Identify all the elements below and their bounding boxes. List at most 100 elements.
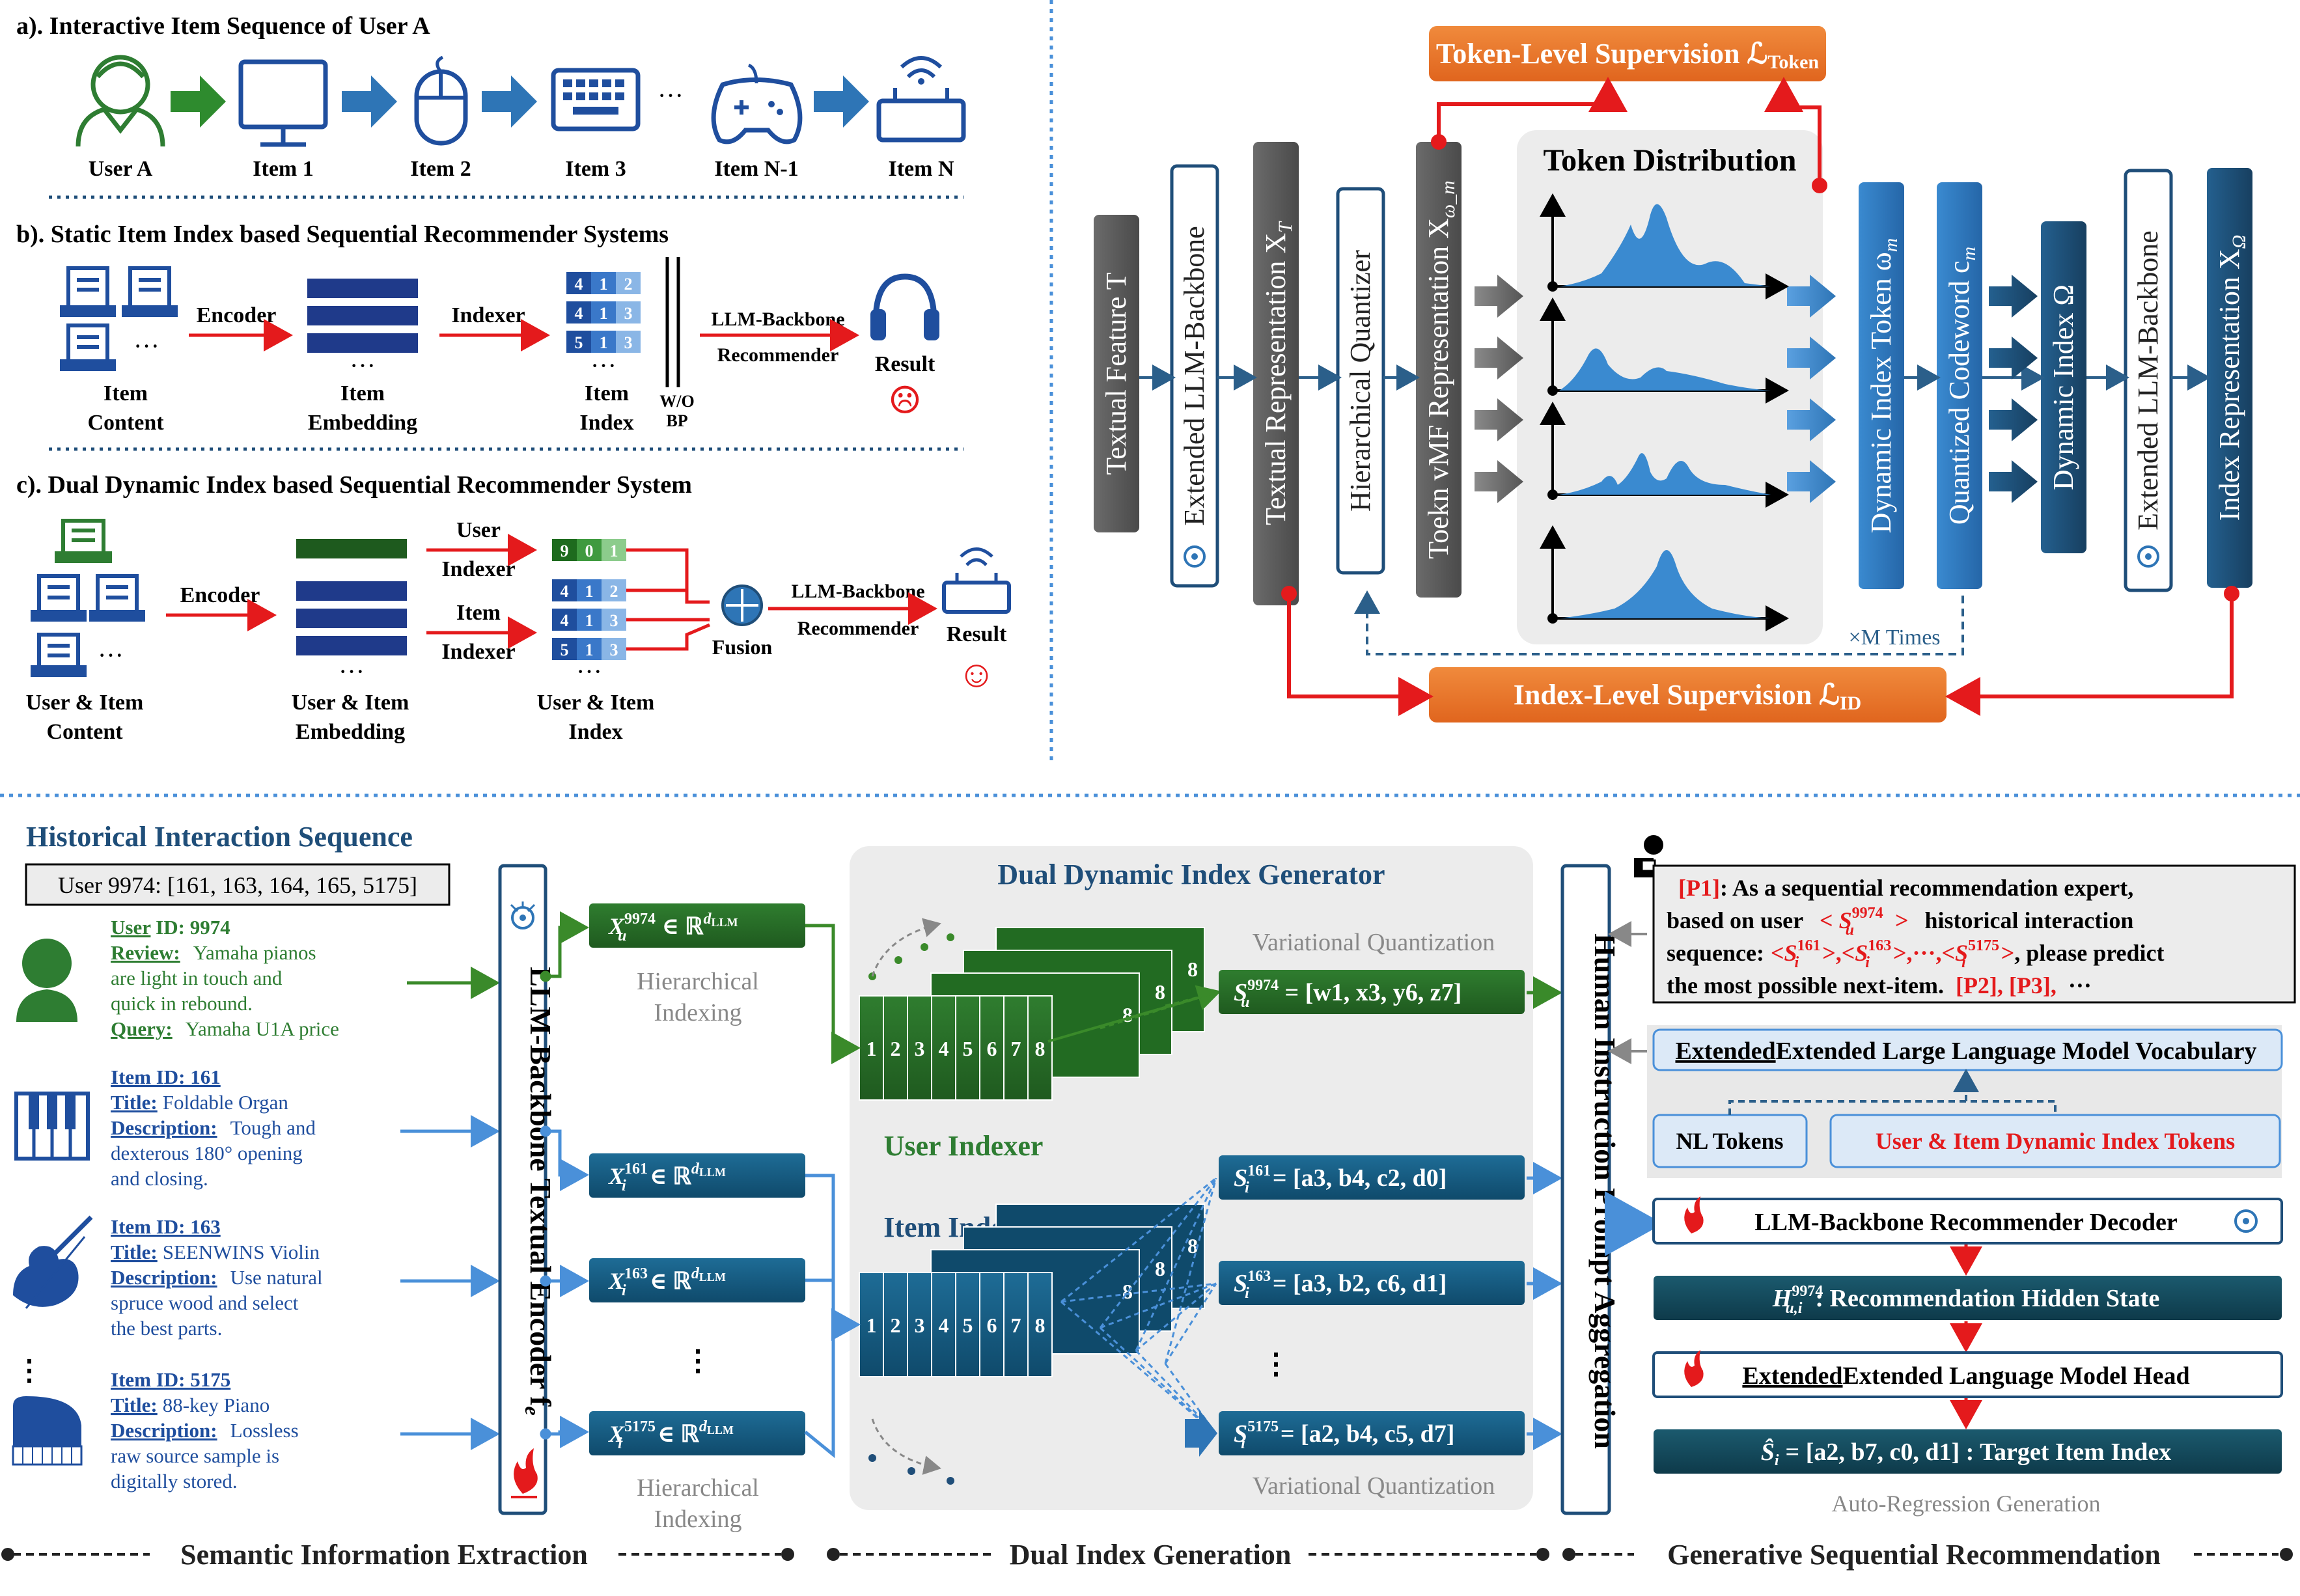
arrow [804,1174,854,1459]
lm-head-label: ExtendedExtended Language Model Head [1742,1362,2189,1390]
item-desc-line: dexterous 180° opening [111,1142,303,1164]
vertical-ellipsis: ⋮ [15,1355,44,1386]
embedding-label-2: Embedding [296,720,405,744]
arrow-blue-icon [482,76,537,128]
router-icon [876,56,966,143]
fire-icon [1684,1350,1704,1387]
item-texts: Item ID: 161 Title:Foldable Organ Descri… [111,1066,323,1493]
decoder-box [1652,1198,2283,1245]
document-stack-icon [60,266,178,371]
stack-cell-label: 5 [963,1314,973,1337]
index-supervision-label: Index-Level Supervision ℒID [1514,679,1861,714]
item-desc-line: and closing. [111,1167,208,1190]
stack-cell-label: 7 [1011,1037,1021,1060]
section-label-1: Semantic Information Extraction [180,1539,588,1571]
dashed-link [1099,1327,1217,1435]
x-item-box [589,1153,805,1198]
user-a-icon [76,55,165,147]
m-times-label: ×M Times [1848,626,1940,650]
brain-icon [2234,1209,2258,1233]
violin-icon [13,1215,93,1309]
distribution-plot [1540,193,1789,299]
index-cell: 1 [600,333,608,352]
item-output-arrows [540,1125,589,1448]
flow-arrow-icon [1185,1410,1217,1457]
flow-arrow-icon [1787,337,1836,379]
router-icon [942,547,1011,614]
result-label: Result [875,352,935,376]
token-distribution-plots [1540,193,1789,631]
s-user-box [1219,970,1525,1014]
stack-cell-label: 4 [939,1037,949,1060]
stack-cell [1027,1272,1053,1377]
arrow-green-icon [171,76,226,128]
item-indexer-label-2: Indexer [441,640,515,664]
stack-cell-label: 3 [915,1037,925,1060]
fire-icon [1684,1196,1704,1233]
embedding-stack [307,279,418,353]
mouse-icon [414,55,468,146]
index-cell: 4 [561,611,569,630]
document-stack-icon [31,519,145,677]
fusion-lines [626,548,710,651]
prompt-box [1652,864,2296,1004]
item-title-line: Title:88-key Piano [111,1394,270,1416]
s-item-box [1219,1261,1525,1305]
stack-cell-label: 6 [987,1037,997,1060]
result-label: Result [947,622,1007,646]
item-title-line: Title:Foldable Organ [111,1091,288,1114]
index-cell: 1 [585,611,594,630]
variational-label: Variational Quantization [1253,1472,1495,1500]
target-label: Ŝi= [a2, b7, c0, d1] : Target Item Index [1761,1438,2172,1469]
item-desc-line: digitally stored. [111,1470,238,1493]
index-supervision-lines [1281,586,2239,716]
user-sequence-text: User 9974: [161, 163, 164, 165, 5175] [58,872,417,898]
dot-marker [894,956,902,964]
indexer-label: Indexer [451,303,525,327]
stack-cell-label: 8 [1155,1257,1165,1280]
panel-c-title: c). Dual Dynamic Index based Sequential … [16,471,692,499]
vertical-bar [1094,215,1139,532]
stack-cell [1003,1272,1029,1377]
vocab-title: ExtendedExtended Large Language Model Vo… [1675,1038,2256,1065]
teacher-icon [1634,835,1663,877]
headphones-icon [870,273,939,340]
ellipsis: ··· [339,657,365,686]
label-item-n-1: Item N-1 [714,157,798,181]
vertical-bar [2041,221,2086,553]
dot-marker [908,1467,915,1475]
dashed-link [1060,1177,1217,1303]
recommender-label: Recommender [717,344,839,366]
index-cell: 3 [610,611,618,630]
stack-cell [883,1272,908,1377]
target-box [1654,1429,2282,1474]
item-id-line: Item ID: 5175 [111,1368,230,1391]
vertical-bar [1859,182,1904,589]
vertical-bar-label: Quantized Codeword cm [1943,247,1980,525]
stack-cell-label: 4 [939,1314,949,1337]
keyboard-icon [551,68,641,131]
stack-cell [931,995,956,1101]
section-label-3: Generative Sequential Recommendation [1667,1539,2161,1571]
fusion-label: Fusion [712,635,773,659]
dashed-link [1135,1282,1217,1352]
hier-indexing-label: Indexing [654,1506,741,1533]
encoder-label: Encoder [197,303,277,327]
stack-cell [907,1272,932,1377]
grand-piano-icon [12,1396,83,1466]
section-labels: Semantic Information Extraction Dual Ind… [1,1539,2293,1571]
flow-arrow-icon [1989,460,2038,503]
distribution-plot [1540,297,1789,404]
hier-indexing-label: Indexing [654,999,741,1026]
index-cell: 1 [610,542,618,560]
index-cell: 1 [585,582,594,601]
x-item-box [589,1411,805,1455]
vertical-bar-label: Textual Representation XT [1260,221,1296,525]
token-distribution-title: Token Distribution [1543,143,1796,178]
